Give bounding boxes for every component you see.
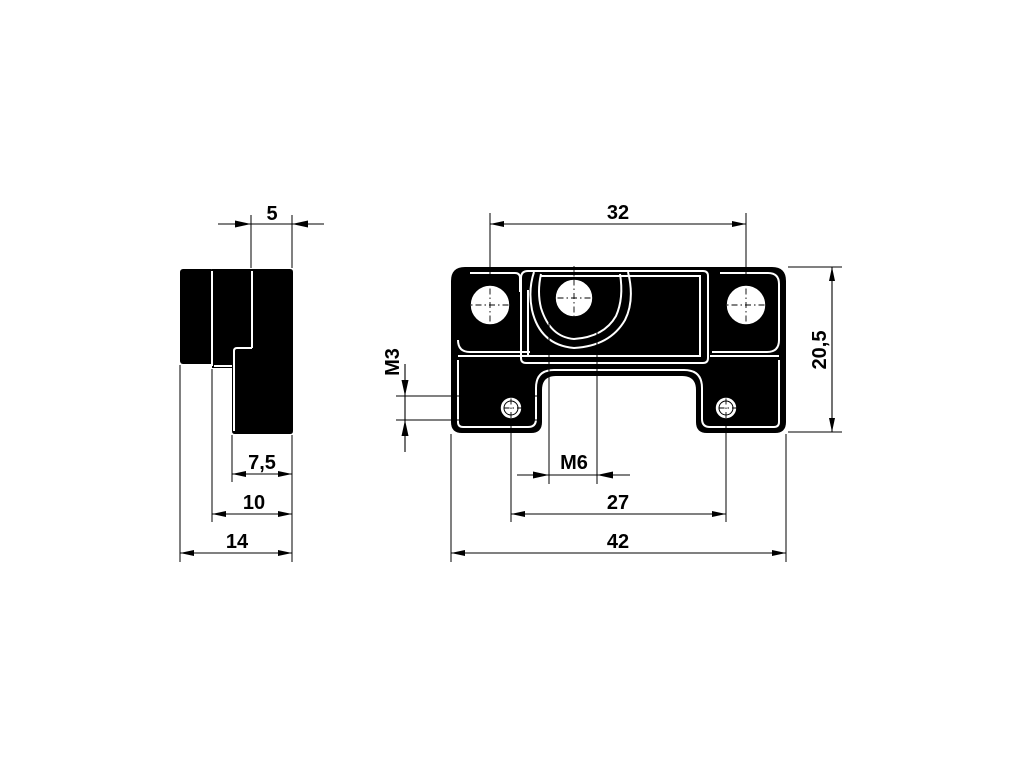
front-view-slot-inner xyxy=(527,275,701,357)
front-view-right-contour xyxy=(712,272,780,353)
dim-arrow xyxy=(235,220,251,228)
dim-10-label: 10 xyxy=(243,492,265,514)
front-view-slot-window xyxy=(520,270,709,364)
dim-5-label: 5 xyxy=(266,203,277,225)
dim-14-label: 14 xyxy=(226,531,249,553)
m6-clip-inner xyxy=(538,273,623,341)
side-view-main-body xyxy=(212,269,293,434)
m6-clip-outer xyxy=(529,271,632,350)
side-view-back-block xyxy=(180,269,214,364)
dim-arrow xyxy=(533,471,549,479)
dim-arrow xyxy=(597,471,613,479)
dim-32-label: 32 xyxy=(607,202,629,224)
dim-20-5-label: 20,5 xyxy=(809,331,831,370)
side-view: 5 7,5 10 14 xyxy=(179,203,324,562)
dim-m3-label: M3 xyxy=(382,348,404,376)
front-view: 32 20,5 M3 M6 27 42 xyxy=(382,202,842,562)
dim-arrow xyxy=(292,220,308,228)
dim-7-5-label: 7,5 xyxy=(248,452,276,474)
dim-m6-label: M6 xyxy=(560,452,588,474)
dim-27-label: 27 xyxy=(607,492,629,514)
side-view-step-line xyxy=(233,347,252,431)
dim-42-label: 42 xyxy=(607,531,629,553)
dim-arrow xyxy=(401,380,409,396)
front-view-lower-contour xyxy=(457,360,780,428)
dim-arrow xyxy=(401,420,409,436)
